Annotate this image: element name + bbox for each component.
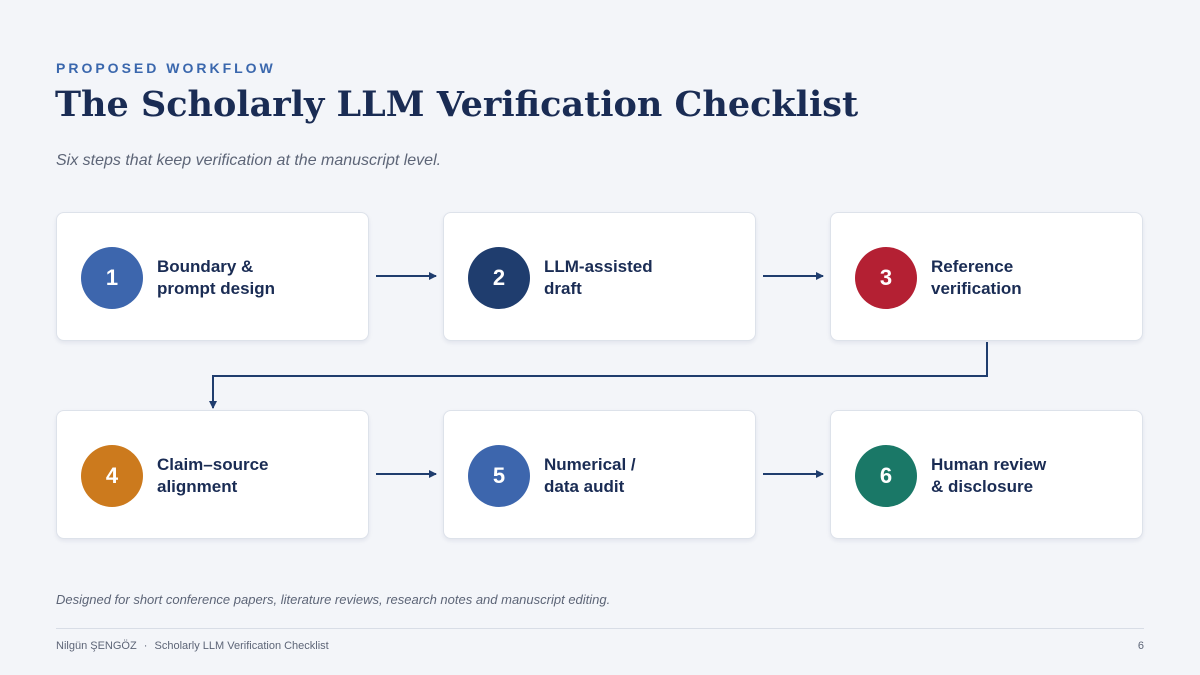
step-title: Reference verification [931, 256, 1121, 300]
slide-title: The Scholarly LLM Verification Checklist [55, 84, 859, 125]
step-title-line-2: & disclosure [931, 477, 1034, 496]
step-title-line-1: Claim–source [157, 455, 269, 474]
step-number-badge: 3 [855, 247, 917, 309]
step-title: Claim–source alignment [157, 454, 347, 498]
step-title-line-2: draft [544, 279, 582, 298]
footer-credit: Nilgün ŞENGÖZ · Scholarly LLM Verificati… [56, 640, 329, 652]
step-title-line-1: Boundary & [157, 257, 254, 276]
step-title: Human review & disclosure [931, 454, 1121, 498]
step-card-5: 5 Numerical / data audit [443, 410, 756, 539]
step-title-line-2: prompt design [157, 279, 276, 298]
step-card-1: 1 Boundary & prompt design [56, 212, 369, 341]
footer-separator: · [143, 640, 148, 652]
slide-subtitle: Six steps that keep verification at the … [56, 152, 442, 169]
step-number-badge: 5 [468, 445, 530, 507]
step-card-2: 2 LLM-assisted draft [443, 212, 756, 341]
step-title-line-1: Numerical / [544, 455, 636, 474]
footer-author: Nilgün ŞENGÖZ [56, 640, 137, 652]
step-card-4: 4 Claim–source alignment [56, 410, 369, 539]
step-title-line-1: Human review [931, 455, 1047, 474]
step-number-badge: 4 [81, 445, 143, 507]
step-title: LLM-assisted draft [544, 256, 734, 300]
step-title: Numerical / data audit [544, 454, 734, 498]
step-title: Boundary & prompt design [157, 256, 347, 300]
step-title-line-1: LLM-assisted [544, 257, 653, 276]
step-card-3: 3 Reference verification [830, 212, 1143, 341]
arrow-3-to-4 [209, 342, 988, 409]
section-eyebrow: PROPOSED WORKFLOW [56, 60, 276, 76]
step-card-6: 6 Human review & disclosure [830, 410, 1143, 539]
step-title-line-2: verification [931, 279, 1022, 298]
step-title-line-1: Reference [931, 257, 1014, 276]
footer-divider [56, 628, 1144, 629]
footer-deck-title: Scholarly LLM Verification Checklist [154, 640, 329, 652]
step-title-line-2: data audit [544, 477, 625, 496]
step-number-badge: 6 [855, 445, 917, 507]
step-title-line-2: alignment [157, 477, 238, 496]
slide-footnote: Designed for short conference papers, li… [56, 592, 611, 607]
step-number-badge: 1 [81, 247, 143, 309]
step-number-badge: 2 [468, 247, 530, 309]
page-number: 6 [1137, 640, 1144, 652]
